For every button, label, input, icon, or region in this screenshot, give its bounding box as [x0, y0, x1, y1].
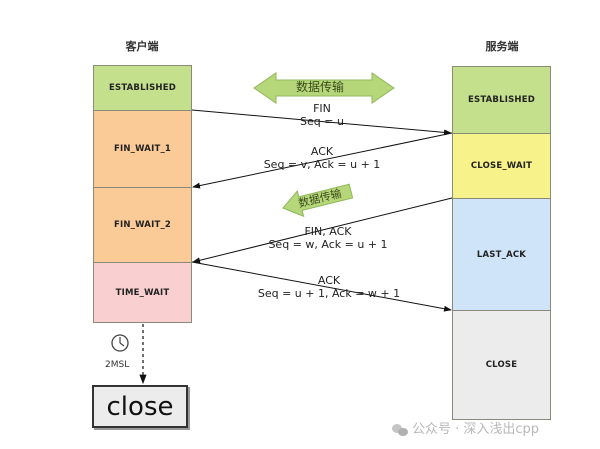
- fin-ack-arrow: [192, 197, 453, 264]
- state-label: ESTABLISHED: [467, 95, 535, 105]
- state-label: TIME_WAIT: [115, 287, 170, 298]
- server-state-close: CLOSE: [452, 310, 551, 420]
- final-ack-arrow: [191, 261, 452, 312]
- message-fin-ack: FIN, ACK Seq = w, Ack = u + 1: [248, 225, 408, 251]
- message-line2: Seq = u: [300, 115, 344, 128]
- msl-label: 2MSL: [105, 360, 130, 370]
- ack-arrow: [192, 132, 453, 189]
- server-state-last-ack: LAST_ACK: [452, 198, 551, 311]
- state-label: FIN_WAIT_1: [113, 144, 172, 154]
- clock-icon: [111, 334, 129, 352]
- client-close-box: close: [92, 385, 188, 428]
- client-title: 客户端: [125, 40, 159, 53]
- message-line1: FIN: [313, 102, 331, 115]
- client-state-established: ESTABLISHED: [93, 65, 192, 111]
- message-line1: FIN, ACK: [304, 225, 352, 238]
- message-final-ack: ACK Seq = u + 1, Ack = w + 1: [244, 274, 414, 300]
- message-ack: ACK Seq = v, Ack = u + 1: [242, 145, 402, 171]
- state-label: FIN_WAIT_2: [113, 220, 172, 230]
- message-line1: ACK: [317, 274, 341, 287]
- watermark-text: 公众号 · 深入浅出cpp: [412, 422, 540, 437]
- message-fin: FIN Seq = u: [262, 102, 382, 128]
- client-state-time-wait: TIME_WAIT: [93, 262, 192, 323]
- wechat-icon: [392, 423, 408, 436]
- server-state-established: ESTABLISHED: [452, 66, 551, 134]
- data-transfer-double-arrow: [253, 72, 395, 104]
- message-line2: Seq = w, Ack = u + 1: [268, 238, 388, 251]
- state-label: ESTABLISHED: [108, 83, 176, 93]
- message-line2: Seq = u + 1, Ack = w + 1: [257, 287, 401, 300]
- state-label: CLOSE: [485, 360, 518, 370]
- fin-arrow: [191, 109, 452, 136]
- message-line1: ACK: [310, 145, 334, 158]
- data-transfer-label-1: 数据传输: [296, 80, 345, 94]
- server-title: 服务端: [485, 40, 519, 53]
- client-state-fin-wait-1: FIN_WAIT_1: [93, 110, 192, 188]
- data-transfer-left-arrow: [282, 183, 354, 218]
- message-line2: Seq = v, Ack = u + 1: [263, 158, 381, 171]
- state-label: LAST_ACK: [476, 249, 527, 260]
- state-label: CLOSE_WAIT: [470, 161, 533, 171]
- watermark: 公众号 · 深入浅出cpp: [392, 418, 539, 437]
